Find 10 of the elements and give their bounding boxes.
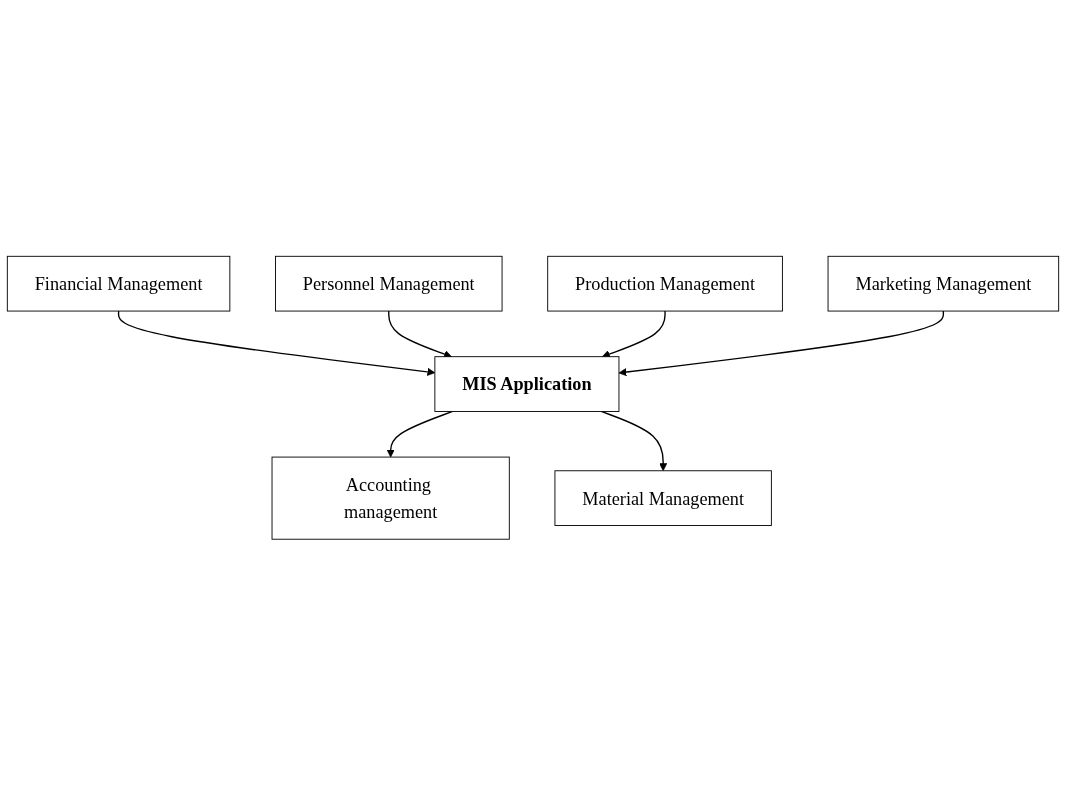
node-box: Financial Management xyxy=(6,256,231,312)
node-box: Accounting management xyxy=(271,456,510,540)
node-box: Marketing Management xyxy=(827,256,1060,312)
arrow xyxy=(618,310,945,377)
node-box: Material Management xyxy=(554,470,772,527)
arrow xyxy=(117,310,436,377)
arrow xyxy=(600,411,668,472)
node-box: MIS Application xyxy=(434,356,620,413)
node-box: Production Management xyxy=(547,256,783,312)
node-box: Personnel Management xyxy=(275,256,503,312)
